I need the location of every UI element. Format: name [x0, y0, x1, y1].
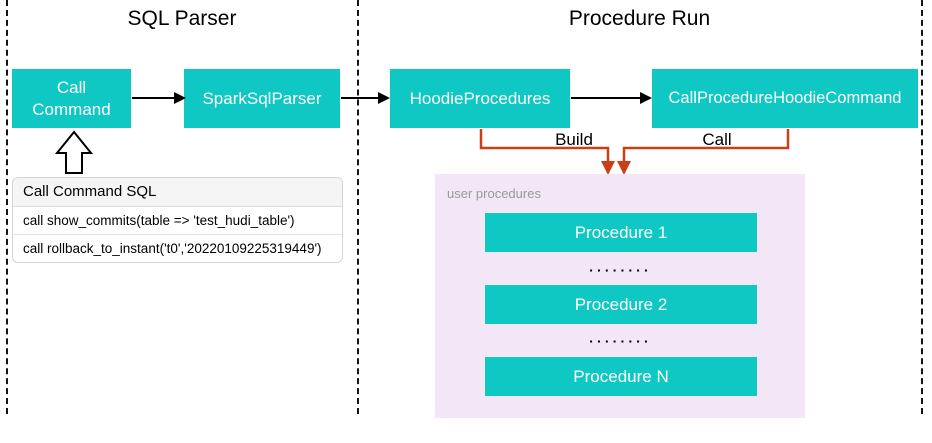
- arrow-callcommand-to-sparksqlparser: [132, 92, 186, 104]
- build-edge-label: Build: [555, 130, 593, 149]
- sql-row-show-commits: call show_commits(table => 'test_hudi_ta…: [23, 213, 295, 228]
- dots-separator-2: ▪▪▪▪▪▪▪▪: [589, 337, 653, 346]
- procedure-run-section-title: Procedure Run: [568, 7, 711, 30]
- right-region-border: [921, 0, 923, 414]
- call-command-sql-box: Call Command SQL call show_commits(table…: [12, 177, 343, 263]
- dots-separator-1: ▪▪▪▪▪▪▪▪: [589, 266, 653, 275]
- spark-sql-parser-node: SparkSqlParser: [184, 69, 340, 128]
- sql-parser-section-title: SQL Parser: [127, 7, 237, 30]
- call-command-node: Call Command: [12, 69, 131, 128]
- call-procedure-hoodie-command-node: CallProcedureHoodieCommand: [652, 69, 918, 128]
- sql-row-rollback-to-instant: call rollback_to_instant('t0','202201092…: [13, 234, 342, 262]
- user-procedures-label: user procedures: [447, 186, 541, 201]
- arrow-hoodieprocedures-to-callprocedure: [571, 92, 652, 104]
- call-command-label-line2: Command: [32, 99, 111, 119]
- call-edge-label: Call: [702, 130, 732, 149]
- hoodie-procedures-node: HoodieProcedures: [390, 69, 570, 128]
- middle-region-border: [357, 0, 359, 414]
- user-procedures-panel: user procedures Procedure 1 ▪▪▪▪▪▪▪▪ Pro…: [435, 174, 805, 418]
- sql-box-title: Call Command SQL: [13, 178, 342, 207]
- procedure-n-node: Procedure N: [485, 357, 757, 396]
- procedure-1-node: Procedure 1: [485, 213, 757, 252]
- call-command-label-line1: Call: [56, 78, 87, 98]
- procedure-2-node: Procedure 2: [485, 285, 757, 324]
- hollow-up-arrow: [54, 130, 94, 174]
- arrow-sparksqlparser-to-hoodieprocedures: [341, 92, 390, 104]
- left-region-border: [6, 0, 8, 414]
